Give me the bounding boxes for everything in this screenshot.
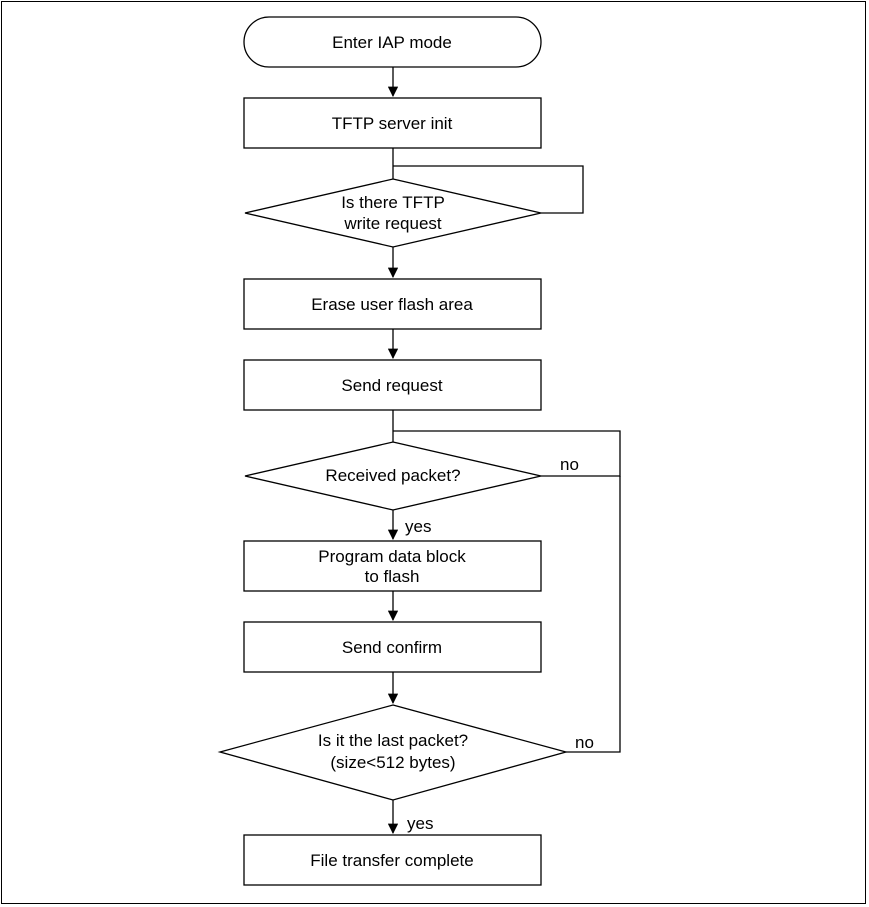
program-label-line2: to flash — [365, 567, 420, 586]
complete-box: File transfer complete — [243, 834, 542, 886]
send-request-box: Send request — [243, 359, 542, 411]
last-packet-label-line2: (size<512 bytes) — [330, 753, 455, 772]
last-packet-no-loop — [566, 476, 621, 753]
start-label: Enter IAP mode — [332, 33, 452, 52]
send-request-label: Send request — [341, 376, 442, 395]
yes-label-1: yes — [405, 517, 431, 536]
write-request-label-line2: write request — [343, 214, 442, 233]
erase-label: Erase user flash area — [311, 295, 473, 314]
received-packet-label: Received packet? — [325, 466, 460, 485]
write-request-decision: Is there TFTP write request — [244, 178, 542, 248]
no-label-2: no — [575, 733, 594, 752]
send-confirm-label: Send confirm — [342, 638, 442, 657]
last-packet-decision: Is it the last packet? (size<512 bytes) — [217, 704, 569, 801]
start-terminator: Enter IAP mode — [243, 16, 542, 68]
received-packet-no-loop — [393, 430, 621, 477]
write-request-loop — [393, 165, 584, 214]
tftp-init-box: TFTP server init — [243, 97, 542, 149]
tftp-init-label: TFTP server init — [332, 114, 453, 133]
received-packet-decision: Received packet? — [244, 441, 542, 511]
yes-label-2: yes — [407, 814, 433, 833]
program-label-line1: Program data block — [318, 547, 466, 566]
erase-box: Erase user flash area — [243, 278, 542, 330]
no-label-1: no — [560, 455, 579, 474]
complete-label: File transfer complete — [310, 851, 473, 870]
send-confirm-box: Send confirm — [243, 621, 542, 673]
program-box: Program data block to flash — [243, 540, 542, 592]
last-packet-label-line1: Is it the last packet? — [318, 731, 468, 750]
write-request-label-line1: Is there TFTP — [341, 193, 445, 212]
